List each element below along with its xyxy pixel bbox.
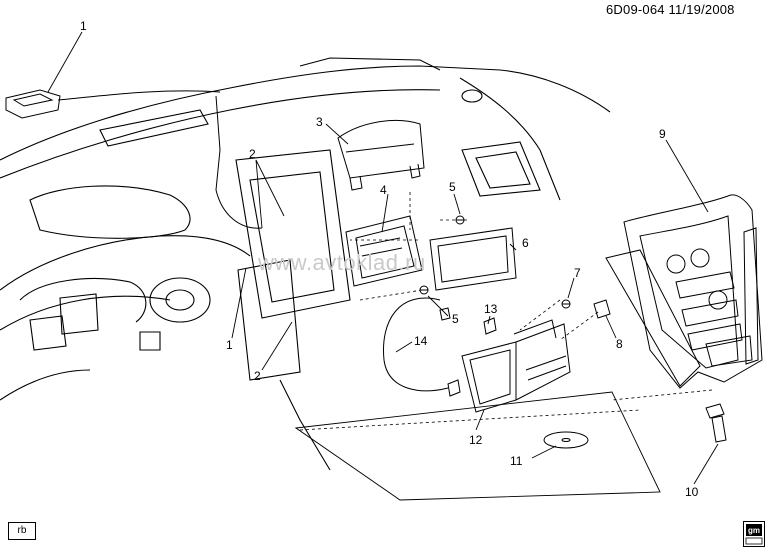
display-bracket [345, 215, 423, 287]
bolt [705, 403, 727, 443]
gm-parts-logo-icon: gm [743, 521, 765, 547]
instrument-panel-outline [0, 57, 611, 471]
screw-small [561, 299, 571, 309]
callout-4: 4 [380, 183, 387, 197]
callout-5-bottom: 5 [452, 312, 459, 326]
screw-lower [419, 285, 429, 295]
trim-bezel [337, 119, 425, 191]
radio-control-panel [605, 194, 763, 389]
assembly-guide-lines [299, 192, 713, 431]
wiring-harness [383, 297, 497, 397]
disc [543, 431, 589, 449]
callout-13: 13 [484, 302, 498, 316]
callout-14: 14 [414, 334, 428, 348]
callout-2-top: 2 [249, 147, 256, 161]
gm-logo-text: gm [748, 526, 760, 535]
callout-1-bottom: 1 [226, 338, 233, 352]
diagram-date: 11/19/2008 [668, 2, 735, 17]
mounting-plane [294, 391, 661, 501]
callout-6: 6 [522, 236, 529, 250]
callout-3: 3 [316, 115, 323, 129]
callout-1-top: 1 [80, 19, 87, 33]
antenna-module [5, 89, 263, 229]
screw-upper [455, 215, 465, 225]
callout-9: 9 [659, 127, 666, 141]
retainer-clip [593, 299, 611, 319]
callout-7: 7 [574, 266, 581, 280]
diagram-header: 6D09-064 11/19/2008 [606, 2, 735, 17]
diagram-code: 6D09-064 [606, 2, 665, 17]
watermark: www.avtoklad.ru [258, 250, 426, 275]
callout-11: 11 [510, 454, 523, 468]
callout-8: 8 [616, 337, 623, 351]
leader-lines [47, 31, 719, 485]
callout-2-bottom: 2 [254, 369, 261, 383]
corner-badge: rb [8, 522, 36, 540]
callout-5-top: 5 [449, 180, 456, 194]
display-screen [429, 227, 517, 291]
radio-receiver [461, 319, 571, 413]
callout-12: 12 [469, 433, 483, 447]
callout-10: 10 [685, 485, 699, 499]
